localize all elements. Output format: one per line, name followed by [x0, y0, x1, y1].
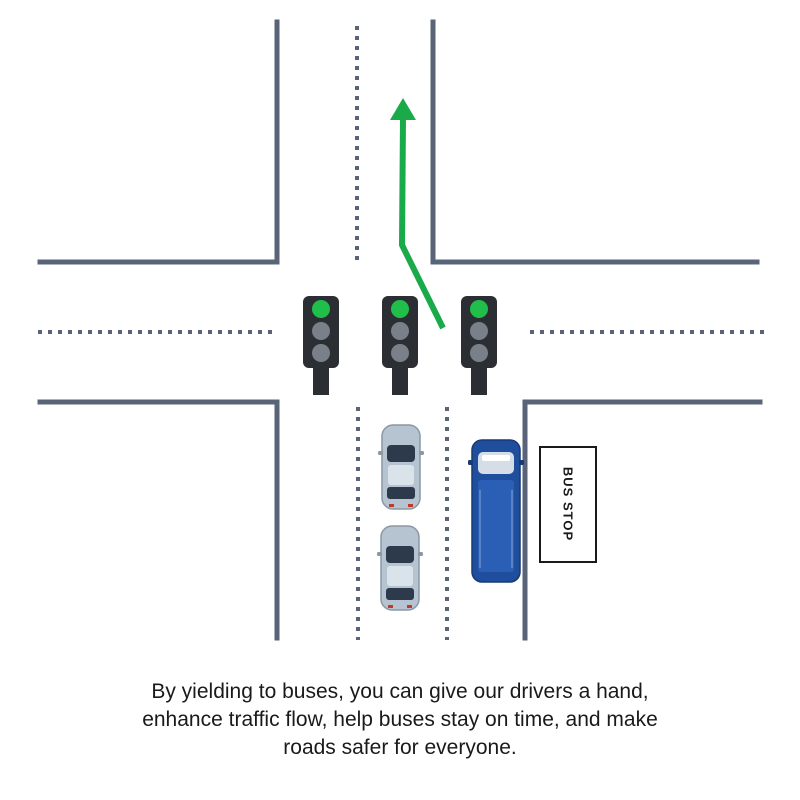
road-edge-top-right	[430, 19, 760, 265]
signal-lamp-off	[312, 322, 330, 340]
bus-icon	[468, 439, 524, 583]
signal-lamp-off	[391, 322, 409, 340]
signal-lamp-off	[470, 344, 488, 362]
caption-line: By yielding to buses, you can give our d…	[151, 680, 649, 703]
traffic-light-icon	[382, 296, 418, 395]
road-edge-top-left	[37, 19, 280, 265]
arrow-up-icon	[390, 98, 446, 330]
traffic-light-icon	[303, 296, 339, 395]
signal-lamp-green	[470, 300, 488, 318]
car-icon	[377, 525, 423, 611]
traffic-light-icon	[461, 296, 497, 395]
caption-text: By yielding to buses, you can give our d…	[0, 678, 800, 762]
bus-stop-sign: BUS STOP	[539, 446, 597, 563]
bus-stop-label: BUS STOP	[561, 467, 576, 541]
caption-line: roads safer for everyone.	[283, 736, 517, 759]
signal-lamp-green	[391, 300, 409, 318]
signal-lamp-green	[312, 300, 330, 318]
signal-lamp-off	[391, 344, 409, 362]
road-edges	[37, 19, 763, 641]
traffic-signals	[303, 296, 497, 395]
road-edge-bottom-right	[522, 399, 763, 641]
car-icon	[378, 424, 424, 510]
signal-lamp-off	[312, 344, 330, 362]
caption-line: enhance traffic flow, help buses stay on…	[142, 708, 658, 731]
signal-lamp-off	[470, 322, 488, 340]
road-edge-bottom-left	[37, 399, 280, 641]
